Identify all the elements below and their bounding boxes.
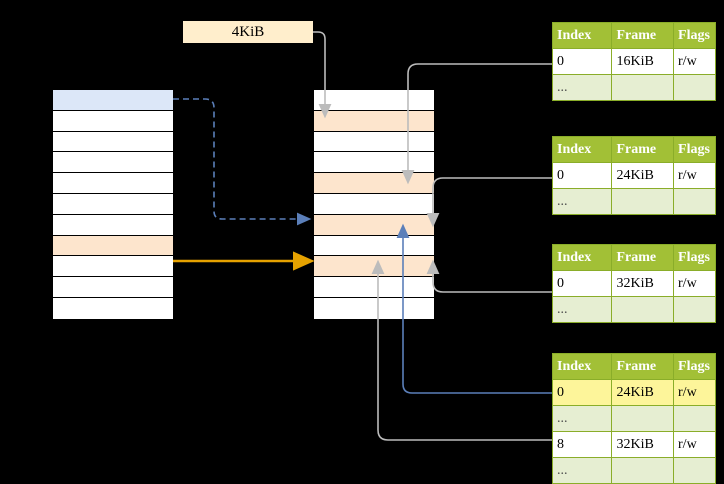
cell-flags: r/w xyxy=(673,379,716,406)
cell-flags xyxy=(673,296,716,323)
physical-frame-cell-8 xyxy=(314,256,434,278)
column-header-index: Index xyxy=(551,353,613,380)
column-header-frame: Frame xyxy=(611,244,675,271)
cell-index: ... xyxy=(551,188,613,215)
cell-flags: r/w xyxy=(673,270,716,297)
physical-frame-cell-0 xyxy=(314,90,434,111)
cell-frame: 24KiB xyxy=(611,379,675,406)
cell-frame: 32KiB xyxy=(611,270,675,297)
virtual-page-cell-10 xyxy=(53,297,173,319)
physical-frame-cell-9 xyxy=(314,277,434,298)
column-header-flags: Flags xyxy=(673,136,716,163)
page-size-tag: 4KiB xyxy=(183,21,313,43)
cell-frame xyxy=(611,74,675,101)
virtual-page-cell-1 xyxy=(53,110,173,132)
physical-memory-column xyxy=(313,89,435,320)
cell-flags: r/w xyxy=(673,162,716,189)
column-header-index: Index xyxy=(551,244,613,271)
cell-flags xyxy=(673,405,716,432)
physical-frame-cell-1 xyxy=(314,110,434,132)
cell-frame xyxy=(611,457,675,484)
table-row: ... xyxy=(551,457,716,484)
cell-index: ... xyxy=(551,405,613,432)
cell-index: 0 xyxy=(551,270,613,297)
physical-frame-cell-10 xyxy=(314,297,434,319)
column-header-flags: Flags xyxy=(673,22,716,49)
virtual-page-cell-7 xyxy=(53,235,173,257)
virtual-address-column xyxy=(52,89,174,320)
physical-frame-cell-2 xyxy=(314,131,434,153)
column-header-index: Index xyxy=(551,22,613,49)
cell-frame xyxy=(611,405,675,432)
virtual-page-cell-4 xyxy=(53,173,173,194)
virtual-page-cell-6 xyxy=(53,214,173,236)
cell-index: ... xyxy=(551,457,613,484)
virtual-page-cell-2 xyxy=(53,131,173,153)
wire-table3-to-frame xyxy=(426,259,552,293)
cell-flags: r/w xyxy=(673,48,716,75)
cell-flags xyxy=(673,457,716,484)
wire-virtual-to-physical-dashed xyxy=(173,98,312,226)
cell-flags xyxy=(673,188,716,215)
column-header-index: Index xyxy=(551,136,613,163)
physical-frame-cell-4 xyxy=(314,173,434,194)
table-row: ... xyxy=(551,74,716,101)
physical-frame-cell-3 xyxy=(314,152,434,174)
virtual-page-cell-9 xyxy=(53,277,173,298)
cell-index: 8 xyxy=(551,431,613,458)
physical-frame-cell-5 xyxy=(314,193,434,215)
cell-frame: 16KiB xyxy=(611,48,675,75)
physical-frame-cell-6 xyxy=(314,214,434,236)
cell-flags xyxy=(673,74,716,101)
table-row: ... xyxy=(551,296,716,323)
column-header-frame: Frame xyxy=(611,353,675,380)
column-header-flags: Flags xyxy=(673,353,716,380)
wire-table2-to-frame xyxy=(426,177,552,228)
cell-index: ... xyxy=(551,296,613,323)
virtual-page-cell-8 xyxy=(53,256,173,278)
table-row: ... xyxy=(551,405,716,432)
column-header-frame: Frame xyxy=(611,22,675,49)
virtual-page-cell-0 xyxy=(53,90,173,111)
cell-index: 0 xyxy=(551,162,613,189)
cell-index: 0 xyxy=(551,379,613,406)
cell-frame: 24KiB xyxy=(611,162,675,189)
cell-frame: 32KiB xyxy=(611,431,675,458)
cell-flags: r/w xyxy=(673,431,716,458)
cell-index: ... xyxy=(551,74,613,101)
cell-index: 0 xyxy=(551,48,613,75)
column-header-flags: Flags xyxy=(673,244,716,271)
table-row: ... xyxy=(551,188,716,215)
cell-frame xyxy=(611,296,675,323)
column-header-frame: Frame xyxy=(611,136,675,163)
cell-frame xyxy=(611,188,675,215)
physical-frame-cell-7 xyxy=(314,235,434,257)
virtual-page-cell-5 xyxy=(53,193,173,215)
virtual-page-cell-3 xyxy=(53,152,173,174)
